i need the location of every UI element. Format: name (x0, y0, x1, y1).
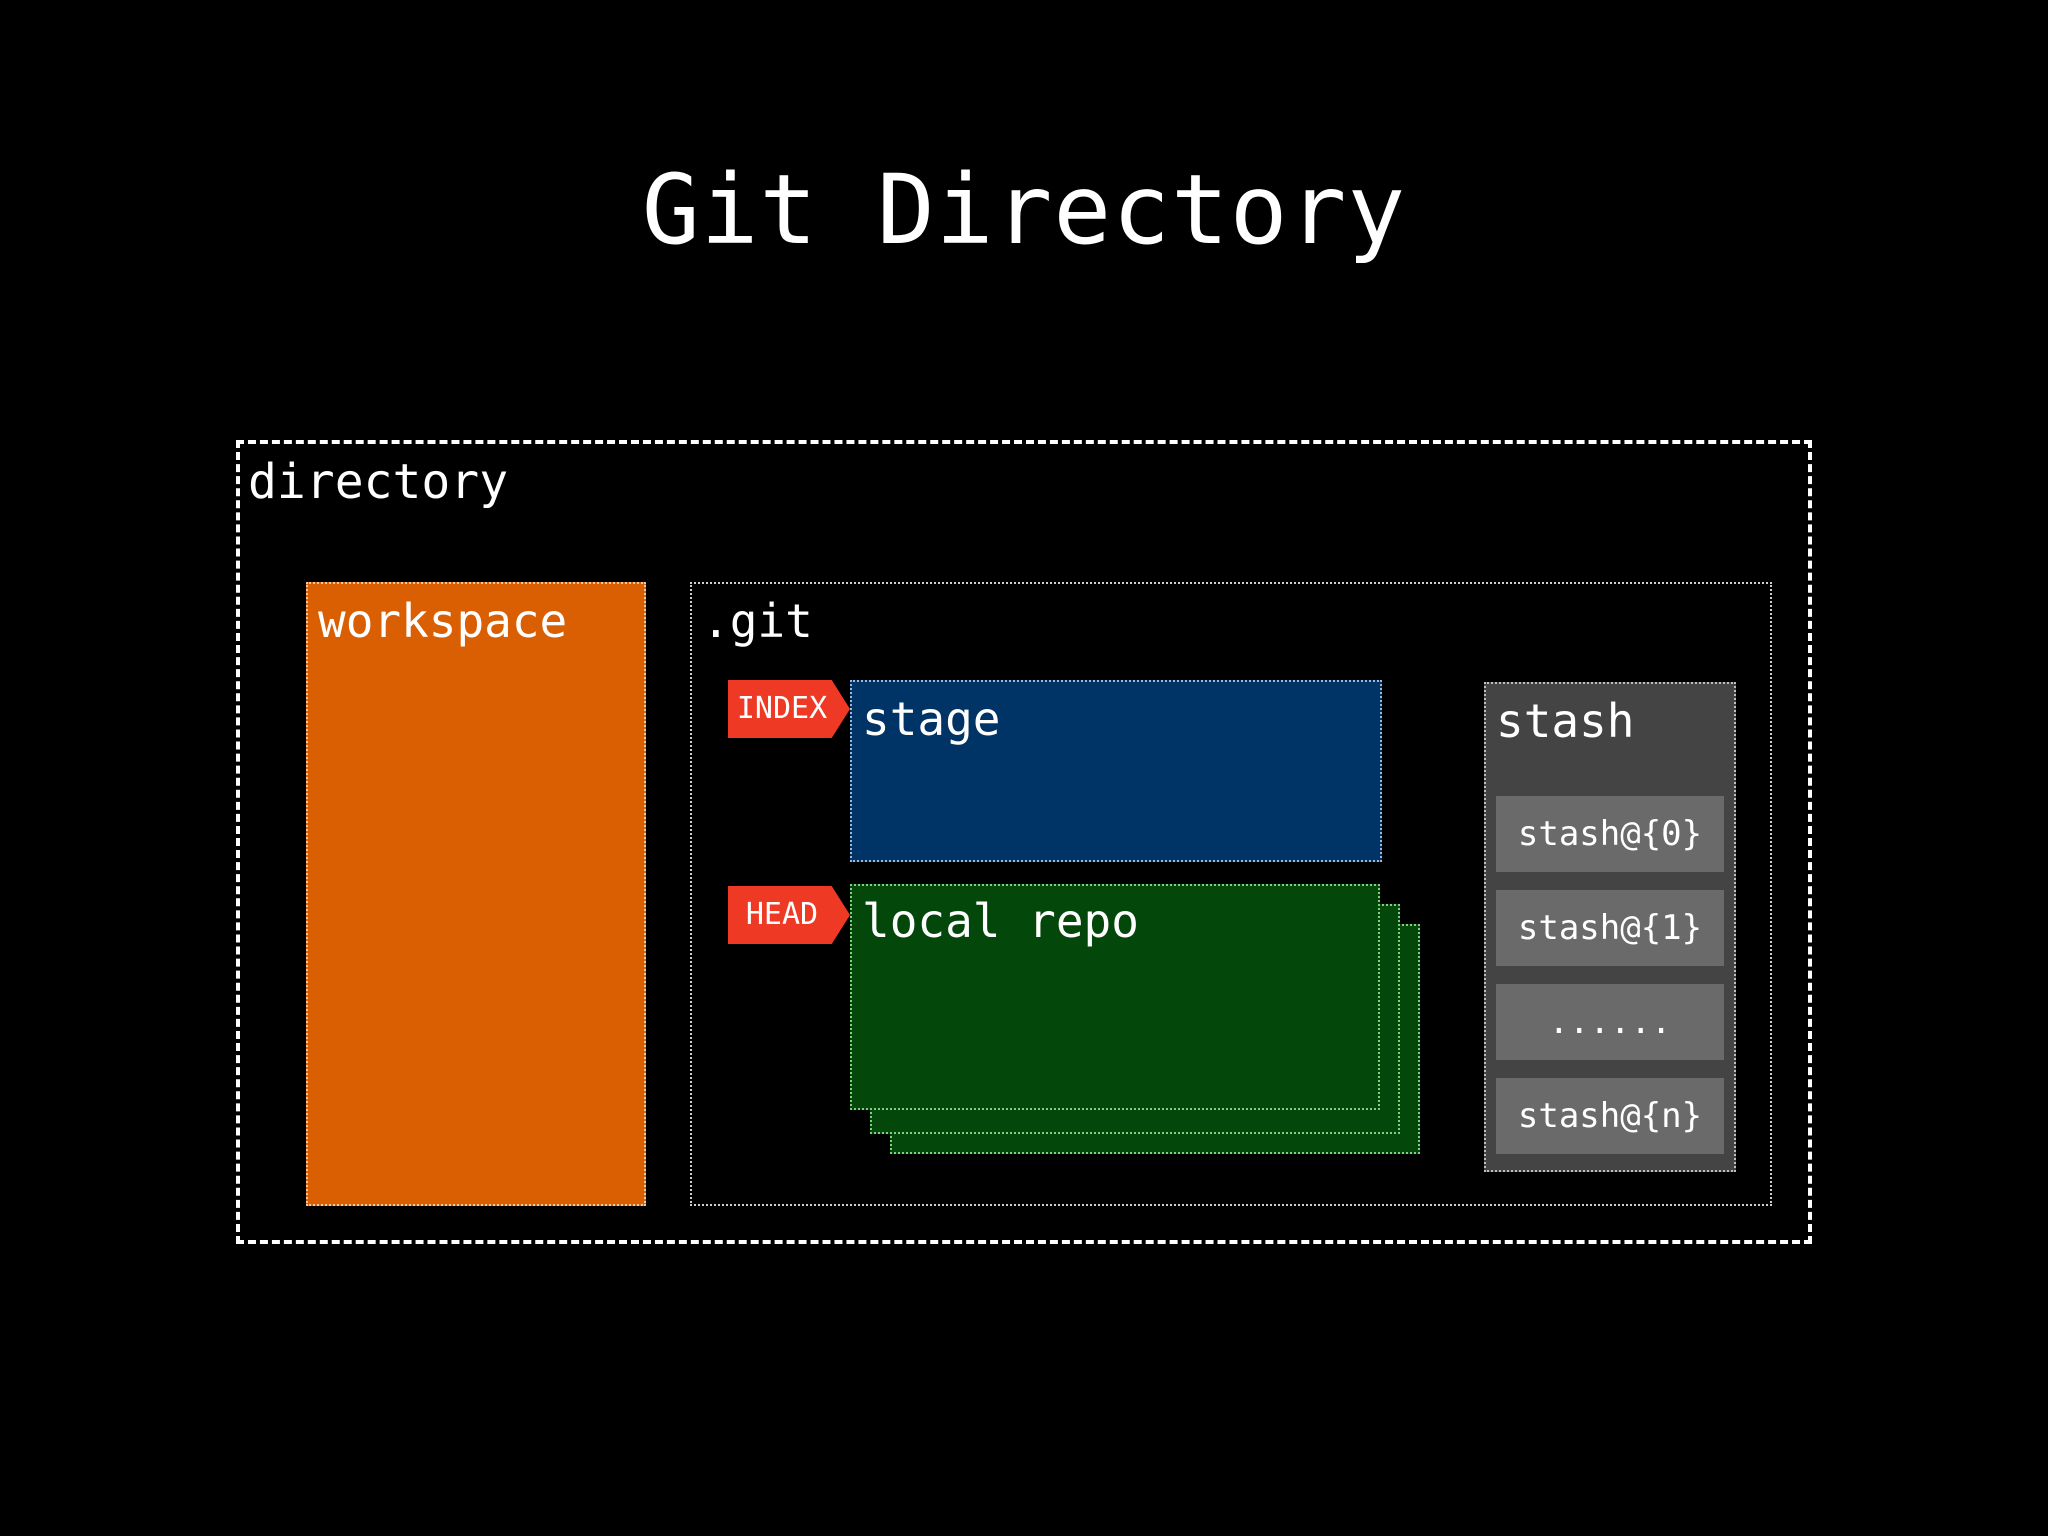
workspace-area (306, 582, 646, 1206)
stash-ellipsis: ...... (1496, 984, 1724, 1060)
stash-entry: stash@{1} (1496, 890, 1724, 966)
stash-entry: stash@{n} (1496, 1078, 1724, 1154)
directory-label: directory (248, 454, 509, 510)
workspace-label: workspace (318, 594, 568, 648)
git-container (690, 582, 1772, 1206)
stash-entry: stash@{0} (1496, 796, 1724, 872)
local-repo-area (850, 884, 1380, 1110)
stash-label: stash (1496, 694, 1635, 748)
head-tag: HEAD (728, 886, 850, 944)
local-repo-label: local repo (862, 894, 1139, 948)
index-tag: INDEX (728, 680, 850, 738)
directory-container (236, 440, 1812, 1244)
stage-label: stage (862, 692, 1001, 746)
git-label: .git (702, 594, 813, 648)
page-title: Git Directory (641, 154, 1407, 266)
stage-area (850, 680, 1382, 862)
